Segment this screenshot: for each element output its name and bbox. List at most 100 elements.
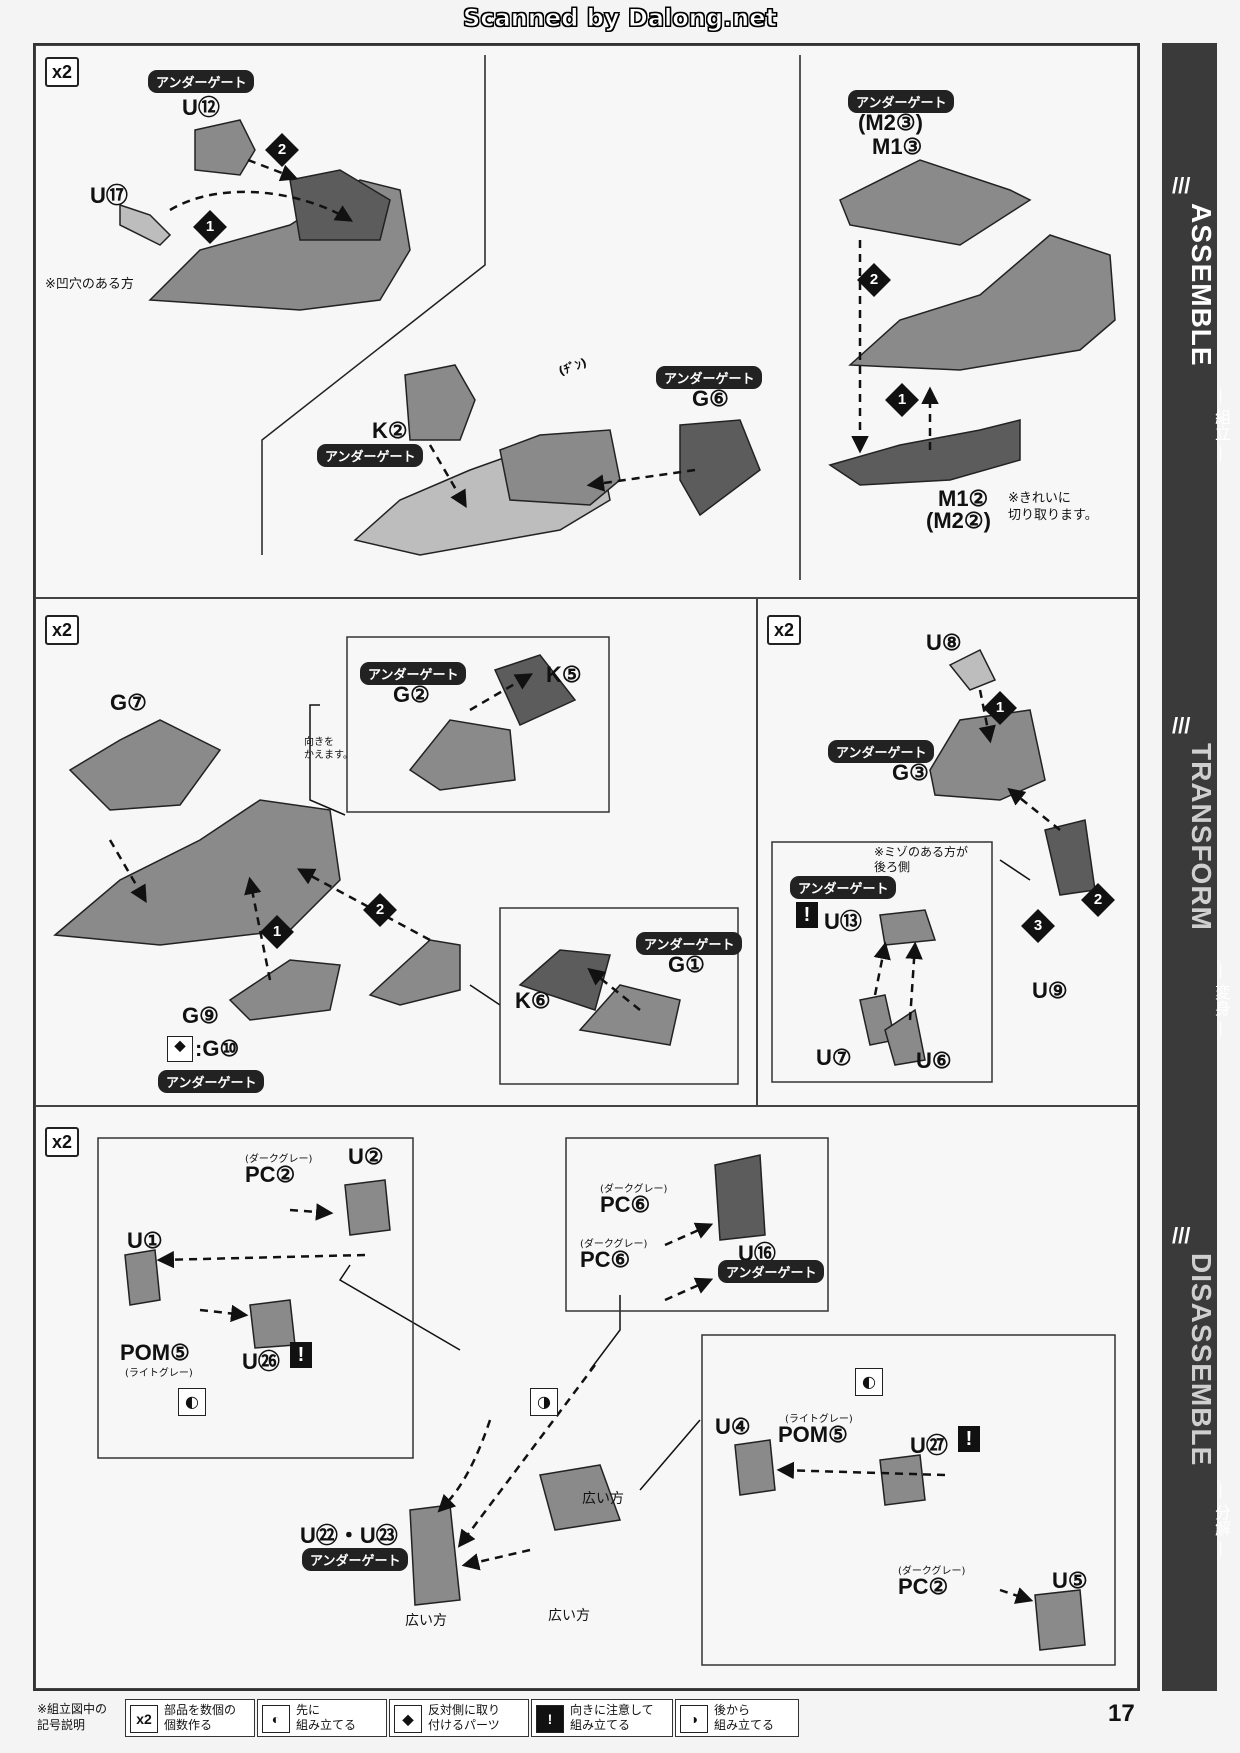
part-u22 [409, 1504, 461, 1606]
assemble-later-icon: ◑ [680, 1705, 708, 1733]
quantity-x2-badge-3: x2 [767, 615, 801, 645]
arrow-23 [461, 1548, 531, 1571]
arrow-15 [905, 941, 923, 1021]
part-label-u5: U⑤ [1052, 1568, 1088, 1593]
part-u2 [344, 1179, 391, 1236]
part-g1 [368, 939, 461, 1006]
orientation-warning-icon: ! [958, 1426, 980, 1452]
color-note-light-gray: (ライトグレー) [785, 1414, 853, 1425]
stripe-icon: /// [1172, 1223, 1191, 1248]
sidebar-disassemble-jp: — 分解 — [1212, 1483, 1231, 1558]
arrow-8 [296, 868, 431, 942]
arrow-17 [289, 1203, 334, 1221]
body-front-1 [289, 169, 391, 241]
step-badge: 1 [885, 383, 919, 417]
arrow-16 [156, 1250, 366, 1269]
legend-text: 先に 組み立てる [296, 1703, 357, 1732]
part-label-u12: U⑫ [182, 95, 220, 120]
under-gate-tag: アンダーゲート [828, 740, 935, 763]
step-badge: 3 [1021, 909, 1055, 943]
callout-line-2 [469, 984, 501, 1006]
under-gate-tag: アンダーゲート [317, 444, 424, 467]
detail-box-panel3 [771, 841, 993, 1083]
step-badge: 2 [857, 263, 891, 297]
body-panel2 [53, 799, 341, 946]
assemble-first-icon: ◐ [855, 1368, 883, 1396]
part-label-g6: G⑥ [692, 386, 729, 411]
legend-title: ※組立図中の 記号説明 [37, 1702, 108, 1732]
opposite-side-icon: ◆ [167, 1036, 193, 1062]
body-right-1 [848, 234, 1116, 371]
wide-side-note: 広い方 [548, 1608, 590, 1624]
step-badge: 1 [260, 915, 294, 949]
panel-2 [35, 598, 757, 1106]
stripe-icon: /// [1172, 173, 1191, 198]
detail-box-panel4-right-bottom [701, 1334, 1116, 1666]
wide-side-note: 広い方 [405, 1613, 447, 1629]
assemble-later-icon: ◑ [530, 1388, 558, 1416]
part-g1-small [578, 984, 681, 1046]
detail-box-panel4-left [97, 1137, 414, 1459]
part-u1 [124, 1249, 161, 1306]
part-label-m2-2: (M2②) [926, 508, 991, 533]
page-number: 17 [1108, 1700, 1135, 1727]
under-gate-tag: アンダーゲート [302, 1548, 409, 1571]
cover-g7 [68, 719, 222, 811]
legend-text: 後から 組み立てる [714, 1703, 775, 1732]
step-badge: 1 [983, 691, 1017, 725]
part-label-g7: G⑦ [110, 690, 147, 715]
part-u13 [879, 909, 937, 946]
part-u9 [1044, 819, 1096, 896]
step-badge: 2 [265, 133, 299, 167]
under-gate-tag: アンダーゲート [360, 662, 467, 685]
part-label-u7: U⑦ [816, 1045, 852, 1070]
part-label-g2: G② [393, 682, 430, 707]
note-hollow: ※凹穴のある方 [45, 277, 134, 292]
cover-m1 [839, 159, 1032, 246]
note-turn: 向きを かえます。 [304, 737, 353, 761]
detail-box-panel4-right-top [565, 1137, 829, 1312]
part-label-pom5-b: POM⑤ [778, 1422, 848, 1447]
arrow-21 [437, 1419, 492, 1513]
assemble-first-icon: ◐ [262, 1705, 290, 1733]
callout-line-4 [338, 1264, 461, 1351]
detail-box-panel2-bottom [499, 907, 739, 1085]
body-center-top [499, 429, 621, 506]
under-gate-tag: アンダーゲート [848, 90, 955, 113]
step-badge: 1 [193, 210, 227, 244]
arrow-12 [978, 689, 996, 744]
part-label-pc2: PC② [245, 1162, 296, 1187]
part-label-u2: U② [348, 1144, 384, 1169]
part-g3 [929, 709, 1046, 801]
part-right-joint [539, 1464, 622, 1531]
panel-1 [35, 45, 1138, 598]
stripe-icon: /// [1172, 713, 1191, 738]
note-clean-cut: ※きれいに 切り取ります。 [1008, 491, 1098, 523]
head-k2 [404, 364, 476, 441]
arrow-2 [169, 190, 354, 222]
part-label-g3: G③ [892, 760, 929, 785]
part-label-u4: U④ [715, 1414, 751, 1439]
callout-line-6 [639, 1419, 701, 1491]
color-note-dark-gray: (ダークグレー) [600, 1184, 668, 1195]
quantity-x2-badge-4: x2 [45, 1127, 79, 1157]
quantity-x2-badge-1: x2 [45, 57, 79, 87]
arrow-25 [999, 1587, 1034, 1604]
callout-line-5 [589, 1295, 621, 1371]
sidebar-assemble: ASSEMBLE [1186, 203, 1217, 367]
part-label-pc6-a: PC⑥ [600, 1192, 651, 1217]
arrow-20 [664, 1277, 714, 1302]
exclamation-icon: ! [536, 1705, 564, 1733]
color-note-dark-gray: (ダークグレー) [580, 1239, 648, 1250]
under-gate-tag: アンダーゲート [636, 932, 743, 955]
part-k6 [518, 949, 611, 1011]
part-label-k5: K⑤ [546, 662, 582, 687]
arrow-13 [1007, 787, 1061, 831]
sidebar-disassemble: DISASSEMBLE [1186, 1253, 1217, 1467]
under-gate-tag: アンダーゲート [656, 366, 763, 389]
arrow-10 [469, 673, 534, 712]
part-g2 [408, 719, 516, 791]
legend-item-assemble-later: ◑ 後から 組み立てる [675, 1699, 799, 1737]
part-label-pc6-b: PC⑥ [580, 1247, 631, 1272]
part-label-k6: K⑥ [515, 988, 551, 1013]
